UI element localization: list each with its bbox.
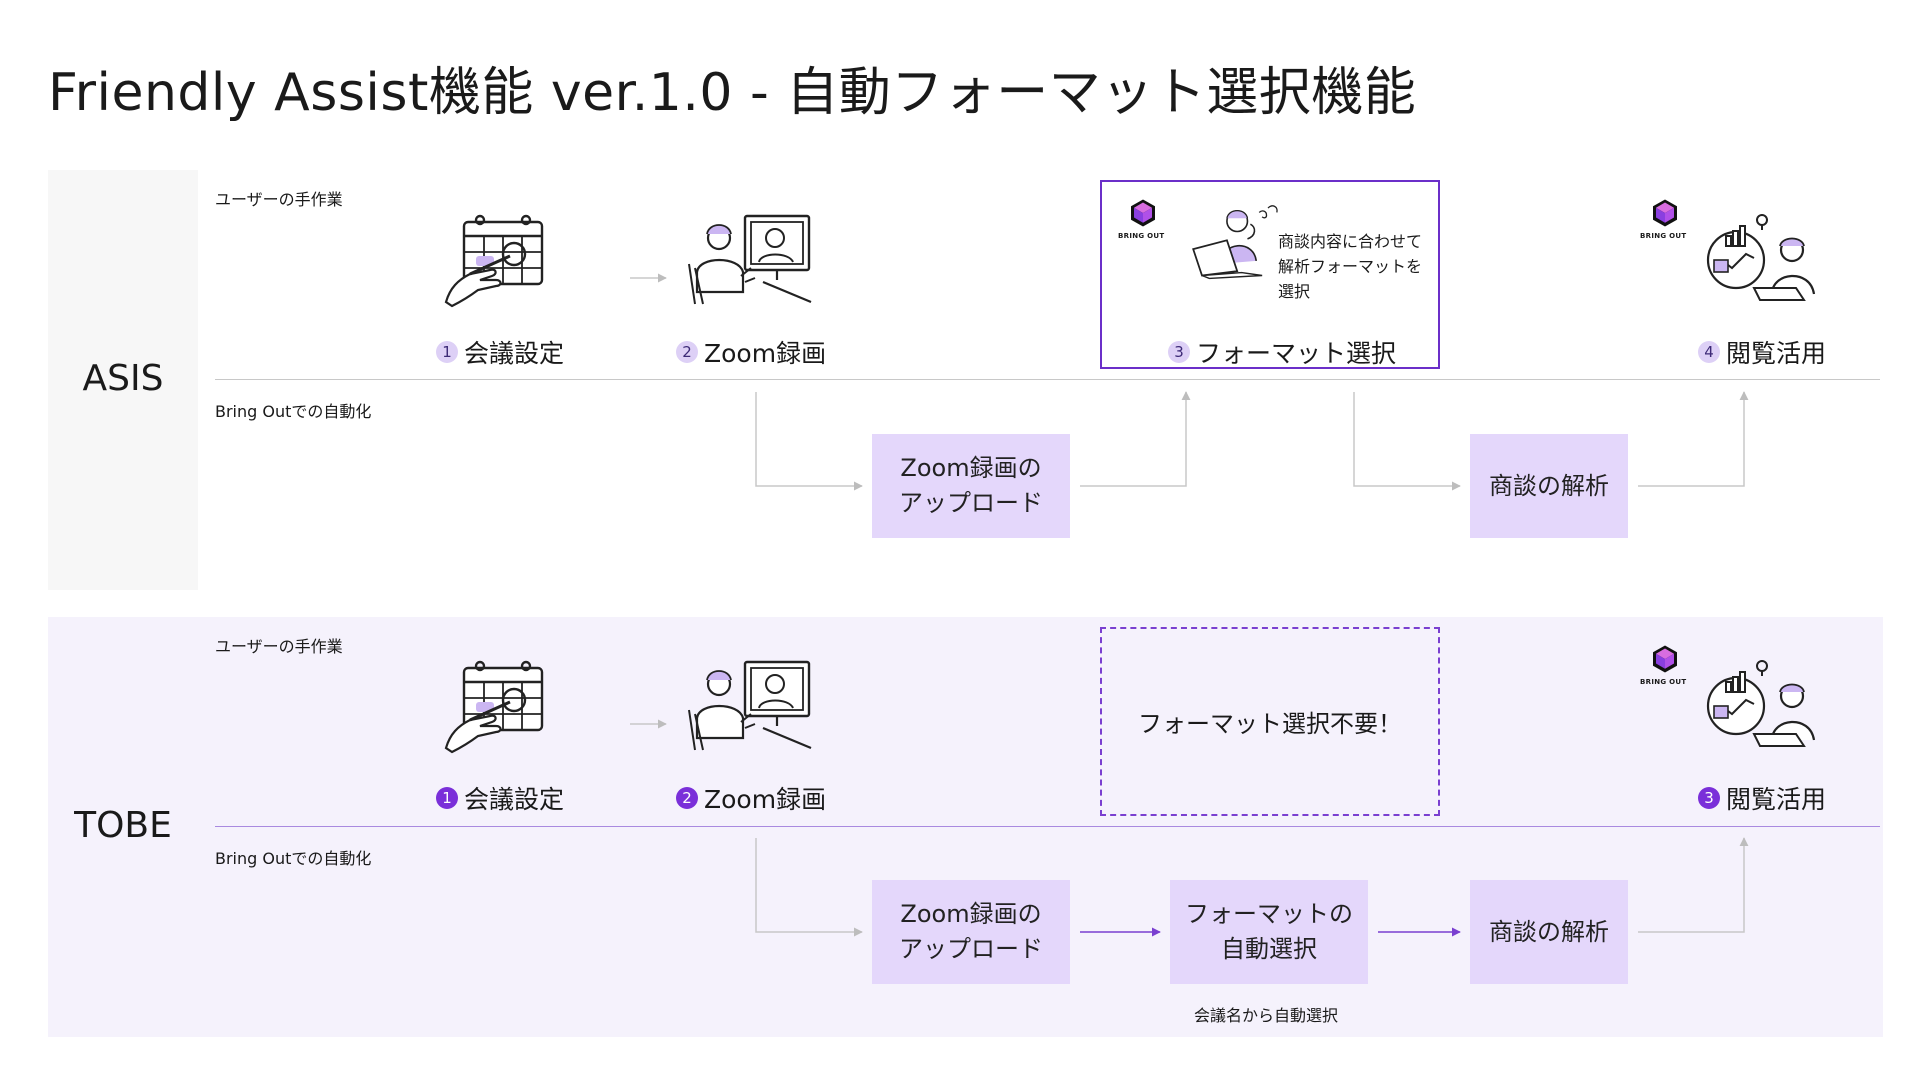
step-number-badge: 3: [1698, 787, 1720, 809]
step-label: 閲覧活用: [1726, 785, 1827, 814]
bring-out-logo-text: BRING OUT: [1118, 232, 1165, 240]
step-label: フォーマット選択: [1196, 339, 1397, 368]
tobe-step-arrow: [630, 719, 667, 729]
tobe-auto-format-box: フォーマットの 自動選択: [1170, 880, 1368, 984]
bring-out-logo: BRING OUT: [1640, 644, 1690, 686]
tobe-step-2: 2 Zoom録画: [676, 780, 826, 816]
bring-out-logo: BRING OUT: [1118, 198, 1168, 240]
tobe-step-3: 3 閲覧活用: [1698, 780, 1826, 816]
step-number-badge: 4: [1698, 341, 1720, 363]
no-format-select-text: フォーマット選択不要！: [1138, 710, 1402, 738]
step-number-badge: 2: [676, 341, 698, 363]
step-label: Zoom録画: [704, 785, 827, 814]
tobe-step-1: 1 会議設定: [436, 780, 564, 816]
tobe-lane-auto-label: Bring Outでの自動化: [215, 849, 372, 868]
step-label: 閲覧活用: [1726, 339, 1827, 368]
tobe-upload-box: Zoom録画の アップロード: [872, 880, 1070, 984]
tobe-no-format-select-frame: フォーマット選択不要！: [1100, 627, 1440, 816]
step-label: 会議設定: [464, 785, 565, 814]
tobe-lane-divider: [215, 826, 1880, 827]
asis-upload-box: Zoom録画の アップロード: [872, 434, 1070, 538]
auto-select-note: 会議名から自動選択: [1194, 1006, 1339, 1025]
asis-lane-auto-label: Bring Outでの自動化: [215, 402, 372, 421]
tobe-row-label: TOBE: [74, 805, 172, 846]
format-callout-text: 商談内容に合わせて 解析フォーマットを 選択: [1278, 232, 1423, 301]
asis-format-select-frame: BRING OUT 商談内容に合わせて 解析フォーマットを 選択 3 フォーマッ…: [1100, 180, 1440, 369]
tobe-analysis-box: 商談の解析: [1470, 880, 1628, 984]
bring-out-logo-text: BRING OUT: [1640, 678, 1687, 686]
asis-step-arrow: [630, 273, 667, 283]
asis-step-1: 1 会議設定: [436, 334, 564, 370]
asis-lane-divider: [215, 379, 1880, 380]
tobe-lane-user-label: ユーザーの手作業: [215, 637, 343, 656]
asis-label-band: [48, 170, 198, 590]
asis-analysis-box: 商談の解析: [1470, 434, 1628, 538]
step-label: 会議設定: [464, 339, 565, 368]
asis-step-3: 3 フォーマット選択: [1168, 334, 1396, 370]
step-number-badge: 3: [1168, 341, 1190, 363]
step-number-badge: 2: [676, 787, 698, 809]
bring-out-logo-text: BRING OUT: [1640, 232, 1687, 240]
step-label: Zoom録画: [704, 339, 827, 368]
step-number-badge: 1: [436, 341, 458, 363]
asis-lane-user-label: ユーザーの手作業: [215, 190, 343, 209]
page-title: Friendly Assist機能 ver.1.0 - 自動フォーマット選択機能: [48, 63, 1417, 123]
asis-step-4: 4 閲覧活用: [1698, 334, 1826, 370]
asis-row-label: ASIS: [82, 358, 164, 399]
bring-out-logo: BRING OUT: [1640, 198, 1690, 240]
asis-step-2: 2 Zoom録画: [676, 334, 826, 370]
step-number-badge: 1: [436, 787, 458, 809]
